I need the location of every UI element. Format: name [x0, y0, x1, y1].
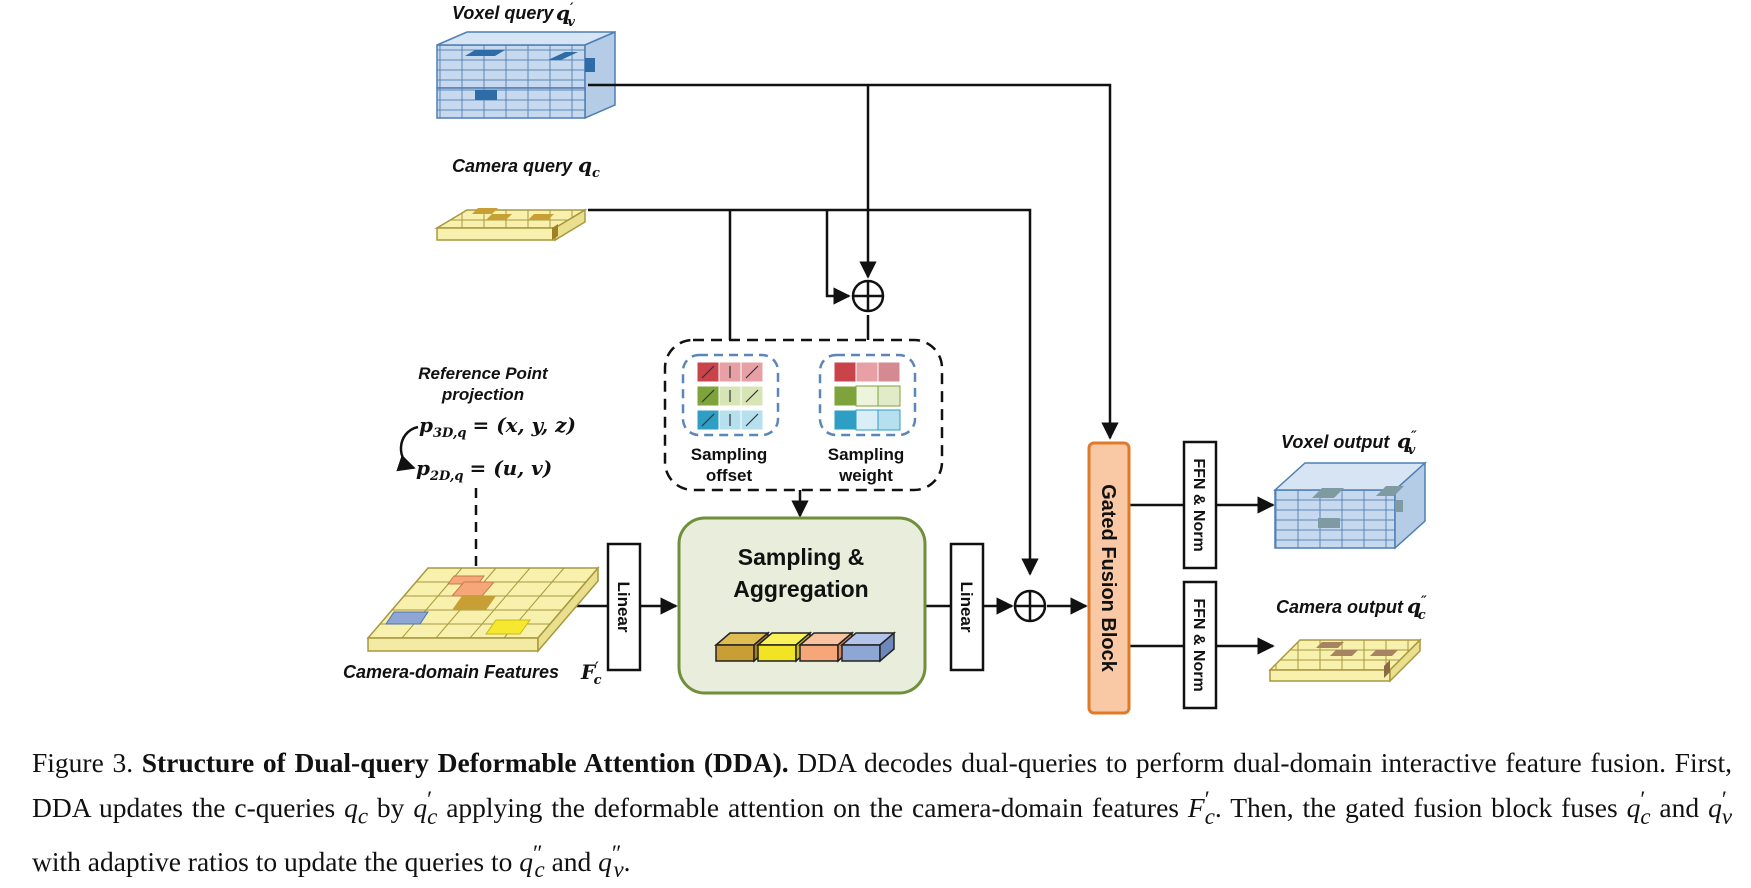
caption-text: DDA decodes dual-queries to perform dual…: [32, 747, 1732, 824]
voxel-query-block: [436, 30, 616, 120]
sampling-weight-grid: [818, 353, 917, 437]
ffn-norm-label-1: FFN & Norm: [1190, 458, 1207, 551]
caption-math-sub: c: [534, 857, 545, 883]
caption-math: q: [413, 792, 428, 824]
figure-number: Figure 3.: [32, 747, 134, 778]
voxel-query-symbol: q′v: [556, 1, 575, 30]
aggregated-features-cubes: [713, 631, 897, 663]
figure-caption: Figure 3. Structure of Dual-query Deform…: [32, 747, 1732, 883]
sampling-offset-grid: [681, 353, 780, 437]
caption-text: and: [1650, 792, 1709, 824]
caption-text: applying the deformable attention on the…: [437, 792, 1188, 824]
plus-icon: [851, 279, 885, 313]
gated-fusion-label: Gated Fusion Block: [1097, 484, 1119, 673]
camera-output-label: Camera output: [1276, 597, 1404, 617]
reference-point-title: Reference Point: [418, 364, 549, 383]
caption-math-sub: c: [1204, 803, 1215, 829]
caption-title: Structure of Dual-query Deformable Atten…: [141, 747, 789, 778]
ref-p2d-equation: p2D,q= (u, v): [416, 456, 552, 484]
ffn-norm-label-2: FFN & Norm: [1190, 598, 1207, 691]
gated-fusion-block: [1087, 441, 1131, 715]
voxel-output-symbol: q″v: [1397, 429, 1417, 458]
sampling-offset-label-2: offset: [706, 466, 753, 485]
dda-diagram: Voxel query q′v Camera query qc: [343, 1, 1427, 715]
camera-query-label: Camera query: [452, 156, 573, 176]
caption-math: q: [1708, 792, 1722, 824]
caption-text: . Then, the gated fusion block fuses: [1214, 792, 1627, 824]
aggregation-label-2: Aggregation: [733, 576, 868, 602]
caption-text: .: [623, 845, 631, 877]
linear-block-2: [949, 542, 985, 672]
plus-icon-2: [1013, 589, 1047, 623]
caption-math-sub: c: [1640, 803, 1651, 829]
linear-block-1: [606, 542, 642, 672]
voxel-output-block: [1273, 461, 1427, 550]
connection-lines: [396, 83, 1275, 655]
caption-text: by: [368, 792, 414, 824]
caption-math: q: [598, 845, 612, 877]
caption-math: q: [519, 845, 533, 877]
camera-query-block: [434, 208, 588, 242]
camera-output-block: [1268, 638, 1422, 683]
linear-label-2: Linear: [957, 581, 976, 632]
caption-math-sub: c: [427, 803, 438, 829]
ffn-norm-block-2: [1182, 580, 1218, 710]
camera-query-symbol: qc: [578, 153, 600, 181]
camera-domain-features-block: [366, 565, 600, 654]
ffn-norm-block-1: [1182, 440, 1218, 570]
reference-point-title-2: projection: [441, 385, 524, 404]
caption-text: and: [544, 845, 599, 877]
camera-domain-features-symbol: F′c: [580, 660, 602, 688]
voxel-output-label: Voxel output: [1281, 432, 1390, 452]
aggregation-label: Sampling &: [738, 544, 865, 570]
caption-math-sub: v: [1721, 803, 1732, 829]
sampling-weight-label: Sampling: [828, 445, 905, 464]
caption-math: F: [1187, 792, 1205, 824]
caption-math-sub: c: [357, 803, 369, 829]
sampling-offset-label: Sampling: [691, 445, 768, 464]
caption-text: with adaptive ratios to update the queri…: [32, 845, 520, 877]
caption-math: q: [1626, 792, 1641, 824]
ref-p3d-equation: p3D,q= (x, y, z): [419, 413, 576, 441]
caption-math: q: [344, 792, 358, 824]
camera-domain-features-label: Camera-domain Features: [343, 662, 559, 682]
sampling-weight-label-2: weight: [838, 466, 893, 485]
voxel-query-label: Voxel query: [452, 3, 554, 23]
camera-output-symbol: q″c: [1407, 594, 1427, 623]
linear-label-1: Linear: [614, 581, 633, 632]
caption-math-sub: v: [613, 857, 624, 883]
